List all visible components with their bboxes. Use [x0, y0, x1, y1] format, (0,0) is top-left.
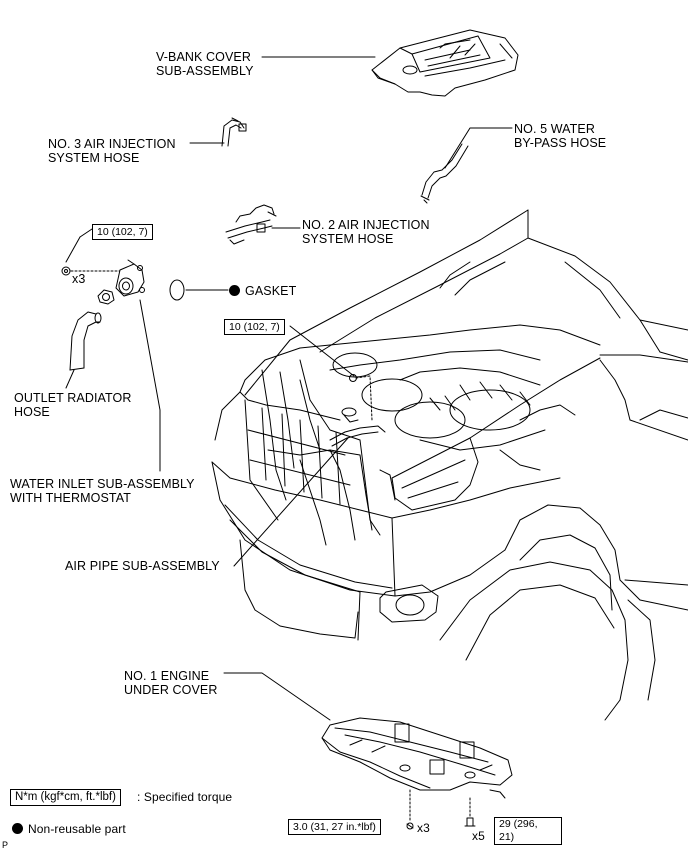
- water-inlet-bolt-quantity: x3: [72, 272, 86, 286]
- under-cover-large-bolt-torque-line1: 29 (296,: [499, 818, 538, 830]
- corner-mark: P: [2, 840, 9, 850]
- no2-air-injection-label: NO. 2 AIR INJECTION SYSTEM HOSE: [302, 218, 430, 246]
- no2-air-injection-hose-drawing: [225, 204, 277, 245]
- air-pipe-torque-box: 10 (102, 7): [224, 319, 285, 335]
- no3-air-injection-hose-drawing: [221, 117, 247, 147]
- v-bank-cover-label-line1: V-BANK COVER: [156, 50, 251, 64]
- no3-air-injection-label-line2: SYSTEM HOSE: [48, 151, 140, 165]
- no1-engine-under-cover-label-line1: NO. 1 ENGINE: [124, 669, 210, 683]
- under-cover-small-bolt-quantity: x3: [417, 821, 430, 835]
- no5-water-bypass-label: NO. 5 WATER BY-PASS HOSE: [514, 122, 606, 150]
- outlet-radiator-hose-label-line2: HOSE: [14, 405, 50, 419]
- under-cover-small-bolt-torque-box: 3.0 (31, 27 in.*lbf): [288, 819, 381, 835]
- under-cover-large-bolt-torque-box: 29 (296, 21): [494, 817, 562, 845]
- under-cover-large-bolt-quantity: x5: [472, 829, 485, 843]
- outlet-radiator-hose-drawing: [69, 311, 102, 371]
- no5-water-bypass-label-line2: BY-PASS HOSE: [514, 136, 607, 150]
- no1-engine-under-cover-drawing: [321, 717, 513, 799]
- no3-air-injection-label: NO. 3 AIR INJECTION SYSTEM HOSE: [48, 137, 176, 165]
- legend-torque-box: N*m (kgf*cm, ft.*lbf): [10, 789, 121, 806]
- gasket-drawing: [169, 279, 185, 301]
- v-bank-cover-label: V-BANK COVER SUB-ASSEMBLY: [156, 50, 254, 78]
- water-inlet-label-line2: WITH THERMOSTAT: [10, 491, 131, 505]
- legend-nonreusable: Non-reusable part: [12, 822, 126, 836]
- leader-lines: [65, 56, 513, 721]
- no5-water-bypass-label-line1: NO. 5 WATER: [514, 122, 595, 136]
- no5-water-bypass-hose-drawing: [420, 143, 469, 204]
- legend-nonreusable-dot-icon: [12, 823, 23, 834]
- no2-air-injection-label-line2: SYSTEM HOSE: [302, 232, 394, 246]
- gasket-label-text: GASKET: [245, 284, 297, 298]
- water-inlet-label: WATER INLET SUB-ASSEMBLY WITH THERMOSTAT: [10, 477, 195, 505]
- no1-engine-under-cover-label-line2: UNDER COVER: [124, 683, 218, 697]
- nonreusable-dot-icon: [229, 285, 240, 296]
- outlet-radiator-hose-label-line1: OUTLET RADIATOR: [14, 391, 132, 405]
- under-cover-large-bolt-torque-line2: 21): [499, 831, 515, 843]
- legend-torque-description: : Specified torque: [137, 790, 233, 804]
- v-bank-cover-label-line2: SUB-ASSEMBLY: [156, 64, 254, 78]
- outlet-radiator-hose-label: OUTLET RADIATOR HOSE: [14, 391, 132, 419]
- water-inlet-torque-box: 10 (102, 7): [92, 224, 153, 240]
- no1-engine-under-cover-label: NO. 1 ENGINE UNDER COVER: [124, 669, 217, 697]
- water-inlet-label-line1: WATER INLET SUB-ASSEMBLY: [10, 477, 195, 491]
- water-inlet-drawing: [61, 259, 145, 305]
- no2-air-injection-label-line1: NO. 2 AIR INJECTION: [302, 218, 430, 232]
- air-pipe-label: AIR PIPE SUB-ASSEMBLY: [65, 559, 220, 573]
- gasket-label: GASKET: [229, 284, 296, 298]
- legend-nonreusable-text: Non-reusable part: [28, 822, 126, 836]
- vehicle-front-outline: [211, 209, 688, 721]
- v-bank-cover-drawing: [371, 29, 519, 97]
- no3-air-injection-label-line1: NO. 3 AIR INJECTION: [48, 137, 176, 151]
- under-cover-bolts-drawing: [406, 789, 476, 830]
